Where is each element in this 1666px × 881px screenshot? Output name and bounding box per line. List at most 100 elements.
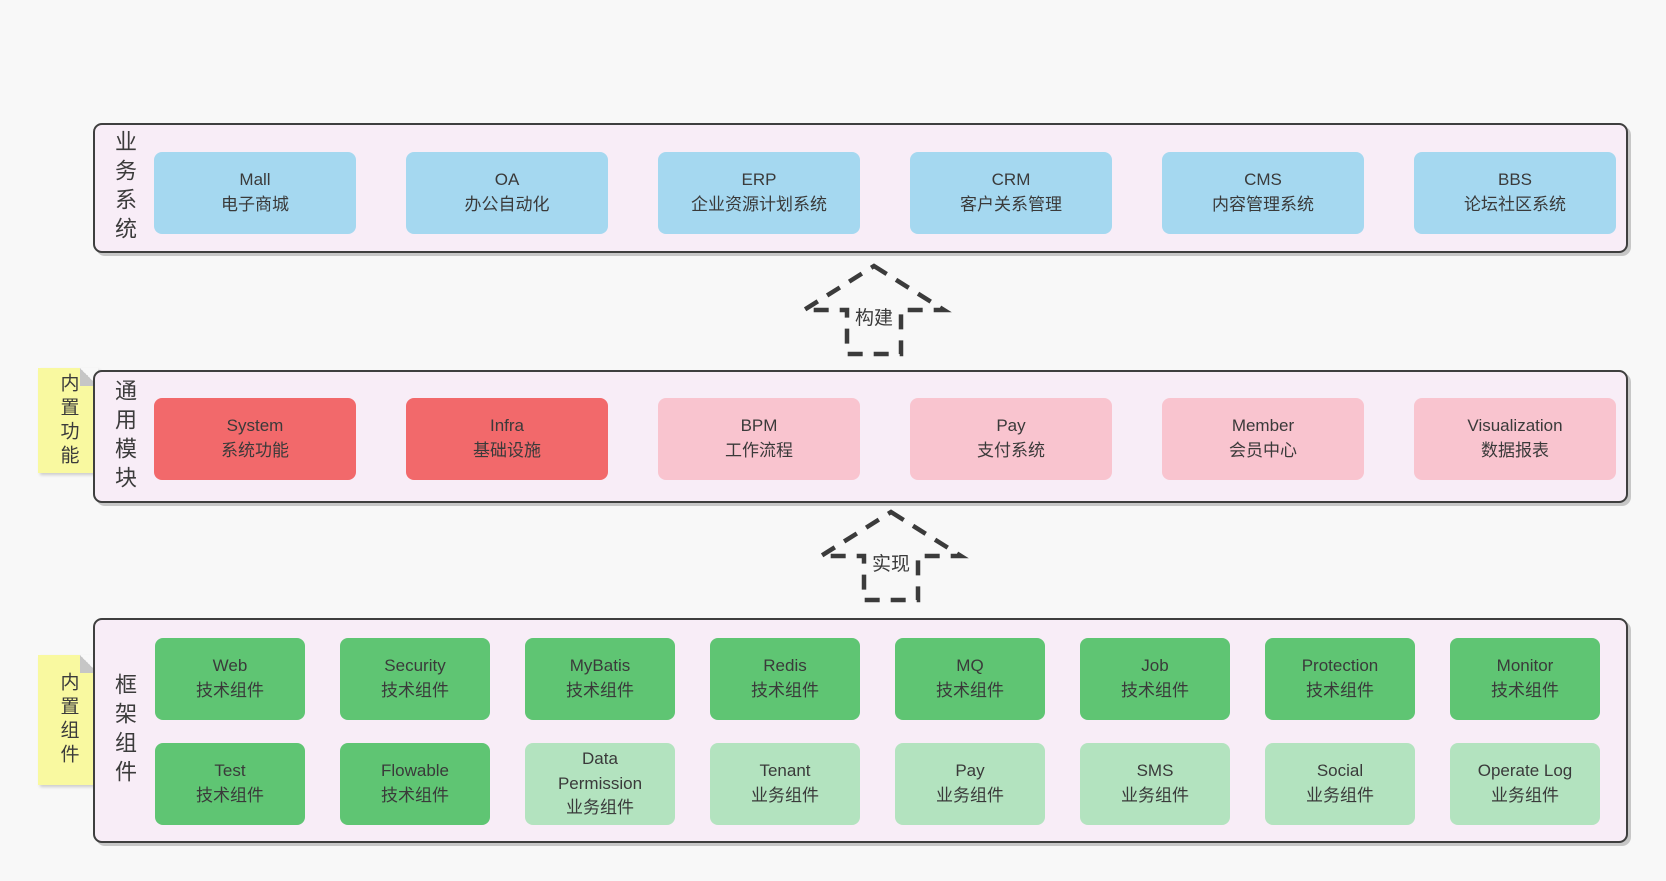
box-title: Monitor	[1496, 656, 1554, 676]
box-mall: Mall 电子商城	[154, 152, 356, 234]
box-title: Mall	[239, 170, 271, 190]
box-title: MyBatis	[569, 656, 631, 676]
box-protection: Protection 技术组件	[1265, 638, 1415, 720]
box-title: SMS	[1136, 761, 1174, 781]
box-title: MQ	[956, 656, 984, 676]
box-title: Tenant	[759, 761, 811, 781]
box-title: Member	[1231, 416, 1295, 436]
box-subtitle: 技术组件	[566, 681, 634, 700]
box-flowable: Flowable 技术组件	[340, 743, 490, 825]
sticky-note-built-in-components: 内置组件	[38, 655, 98, 785]
box-title: Pay	[996, 416, 1026, 436]
box-title: Operate Log	[1477, 761, 1573, 781]
build-arrow-label: 构建	[850, 301, 898, 332]
implement-arrow: 实现	[811, 507, 971, 605]
box-title: Pay	[955, 761, 985, 781]
box-operate-log: Operate Log 业务组件	[1450, 743, 1600, 825]
box-title: CRM	[991, 170, 1031, 190]
box-subtitle: 业务组件	[936, 786, 1004, 805]
panel-label: 业务系统	[112, 130, 137, 246]
box-title: Job	[1141, 656, 1169, 676]
box-bpm: BPM 工作流程	[658, 398, 860, 480]
box-cms: CMS 内容管理系统	[1162, 152, 1364, 234]
box-subtitle: 技术组件	[1121, 681, 1189, 700]
box-subtitle: 业务组件	[751, 786, 819, 805]
box-visualization: Visualization 数据报表	[1414, 398, 1616, 480]
sticky-note-label: 内置组件	[57, 672, 79, 768]
box-subtitle: 系统功能	[221, 441, 289, 460]
box-subtitle: 内容管理系统	[1212, 195, 1314, 214]
box-pay-module: Pay 支付系统	[910, 398, 1112, 480]
box-subtitle: 业务组件	[1491, 786, 1559, 805]
box-job: Job 技术组件	[1080, 638, 1230, 720]
box-subtitle: 支付系统	[977, 441, 1045, 460]
dashed-up-arrow-icon	[813, 509, 969, 603]
box-title: Social	[1316, 761, 1364, 781]
box-infra: Infra 基础设施	[406, 398, 608, 480]
sticky-note-label: 内置功能	[57, 372, 79, 469]
box-subtitle: 技术组件	[1491, 681, 1559, 700]
box-mq: MQ 技术组件	[895, 638, 1045, 720]
panel-label: 框架组件	[112, 672, 137, 789]
box-title: OA	[494, 170, 520, 190]
box-sms: SMS 业务组件	[1080, 743, 1230, 825]
box-bbs: BBS 论坛社区系统	[1414, 152, 1616, 234]
box-title: BPM	[740, 416, 778, 436]
box-subtitle: 技术组件	[936, 681, 1004, 700]
box-subtitle: 论坛社区系统	[1464, 195, 1566, 214]
box-subtitle: 企业资源计划系统	[691, 195, 827, 214]
box-title: Security	[384, 656, 446, 676]
box-subtitle: 业务组件	[1121, 786, 1189, 805]
box-crm: CRM 客户关系管理	[910, 152, 1112, 234]
box-subtitle: 技术组件	[751, 681, 819, 700]
box-title: Data Permission	[557, 749, 643, 793]
box-title: Visualization	[1467, 416, 1563, 436]
box-subtitle: 业务组件	[1306, 786, 1374, 805]
box-subtitle: 技术组件	[1306, 681, 1374, 700]
box-title: Test	[214, 761, 246, 781]
box-title: Protection	[1301, 656, 1379, 676]
business-systems-panel: 业务系统 Mall 电子商城 OA 办公自动化 ERP 企业资源计划系统 CRM…	[93, 123, 1628, 253]
box-subtitle: 基础设施	[473, 441, 541, 460]
box-title: Flowable	[380, 761, 450, 781]
box-tenant: Tenant 业务组件	[710, 743, 860, 825]
box-title: ERP	[741, 170, 777, 190]
box-oa: OA 办公自动化	[406, 152, 608, 234]
box-subtitle: 会员中心	[1229, 441, 1297, 460]
box-subtitle: 客户关系管理	[960, 195, 1062, 214]
box-web: Web 技术组件	[155, 638, 305, 720]
box-subtitle: 工作流程	[725, 441, 793, 460]
box-subtitle: 技术组件	[196, 681, 264, 700]
box-title: CMS	[1244, 170, 1282, 190]
box-redis: Redis 技术组件	[710, 638, 860, 720]
box-pay-component: Pay 业务组件	[895, 743, 1045, 825]
box-mybatis: MyBatis 技术组件	[525, 638, 675, 720]
box-subtitle: 技术组件	[196, 786, 264, 805]
box-title: BBS	[1497, 170, 1533, 190]
box-title: Redis	[763, 656, 807, 676]
implement-arrow-label: 实现	[867, 547, 915, 578]
box-subtitle: 办公自动化	[464, 195, 550, 214]
dashed-up-arrow-icon	[796, 263, 952, 357]
box-subtitle: 业务组件	[566, 798, 634, 818]
framework-components-panel: 框架组件 Web 技术组件 Security 技术组件 MyBatis 技术组件…	[93, 618, 1628, 843]
box-subtitle: 电子商城	[221, 195, 289, 214]
box-title: Infra	[489, 416, 525, 436]
box-data-permission: Data Permission 业务组件	[525, 743, 675, 825]
box-subtitle: 技术组件	[381, 786, 449, 805]
box-system: System 系统功能	[154, 398, 356, 480]
sticky-note-built-in-features: 内置功能	[38, 368, 98, 473]
box-subtitle: 数据报表	[1481, 441, 1549, 460]
box-test: Test 技术组件	[155, 743, 305, 825]
common-modules-panel: 通用模块 System 系统功能 Infra 基础设施 BPM 工作流程 Pay…	[93, 370, 1628, 503]
box-subtitle: 技术组件	[381, 681, 449, 700]
box-social: Social 业务组件	[1265, 743, 1415, 825]
box-member: Member 会员中心	[1162, 398, 1364, 480]
box-title: System	[226, 416, 284, 436]
panel-label: 通用模块	[112, 378, 137, 495]
box-title: Web	[212, 656, 248, 676]
box-security: Security 技术组件	[340, 638, 490, 720]
build-arrow: 构建	[794, 261, 954, 359]
box-erp: ERP 企业资源计划系统	[658, 152, 860, 234]
